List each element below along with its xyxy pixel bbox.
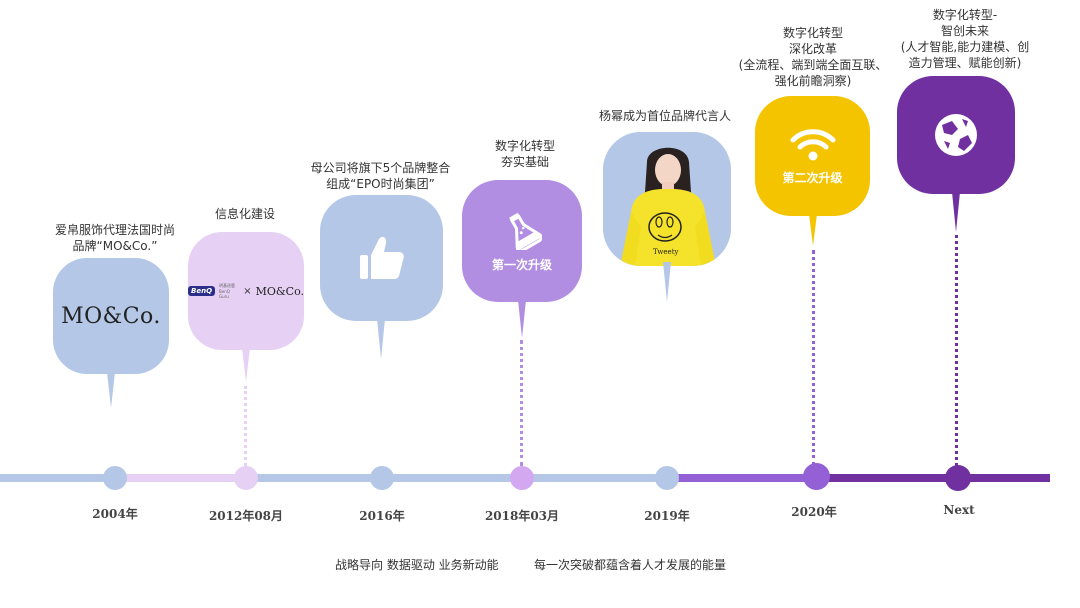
year-label: 2004年 <box>92 507 138 521</box>
timeline-dot[interactable] <box>103 466 127 490</box>
timeline-dot[interactable] <box>655 466 679 490</box>
milestone-caption: 爱帛服饰代理法国时尚 品牌“MO&Co.” <box>54 223 175 253</box>
milestone-bubble-moco: MO&Co. <box>53 258 169 374</box>
timeline-dot[interactable] <box>803 463 830 490</box>
dotted-stem <box>244 386 247 466</box>
milestone-bubble-info: BenQ 明基逐鹿 BenQ Guru × MO&Co. <box>188 232 304 350</box>
thumbs-up-icon <box>359 236 404 279</box>
timeline-line-dark-purple <box>815 474 1050 482</box>
wifi-icon <box>790 128 835 160</box>
milestone-caption: 数字化转型- 智创未来 (人才智能,能力建模、创 造力管理、赋能创新) <box>900 8 1030 70</box>
spokesperson-photo: Tweety <box>603 132 731 266</box>
year-label: 2019年 <box>644 509 690 523</box>
year-label: 2016年 <box>359 509 405 523</box>
bubble-tail <box>242 348 250 382</box>
bubble-tail <box>809 214 817 246</box>
cross-symbol: × <box>243 285 252 297</box>
timeline-line-blue-2 <box>245 474 665 482</box>
slogan-right: 每一次突破都蕴含着人才发展的能量 <box>534 558 727 572</box>
timeline-line-blue-1 <box>0 474 115 482</box>
year-label: 2018年03月 <box>484 509 560 523</box>
dotted-stem <box>812 250 815 466</box>
dotted-stem <box>955 235 958 466</box>
year-label: Next <box>943 503 975 517</box>
timeline-line-lavender <box>115 474 245 482</box>
milestone-bubble-future <box>897 76 1015 194</box>
milestone-caption: 信息化建设 <box>214 207 275 221</box>
milestone-bubble-upgrade-1: 第一次升级 <box>462 180 582 302</box>
milestone-bubble-merge <box>320 195 443 321</box>
upgrade-label: 第二次升级 <box>782 170 843 185</box>
milestone-bubble-spokesperson: Tweety <box>603 132 731 266</box>
milestone-bubble-upgrade-2: 第二次升级 <box>755 96 870 216</box>
timeline-dot[interactable] <box>234 466 258 490</box>
globe-icon <box>935 114 977 156</box>
timeline-dot[interactable] <box>370 466 394 490</box>
moco-logo: MO&Co. <box>61 303 161 329</box>
slogan-left: 战略导向 数据驱动 业务新动能 <box>335 558 499 572</box>
bubble-tail <box>663 262 671 302</box>
timeline-dot[interactable] <box>510 466 534 490</box>
shirt-text: Tweety <box>653 248 679 256</box>
benq-logo: BenQ <box>188 286 216 296</box>
upgrade-label: 第一次升级 <box>491 257 552 272</box>
moco-logo-small: MO&Co. <box>255 284 304 298</box>
timeline-dot[interactable] <box>945 465 971 491</box>
timeline-line-purple <box>665 474 815 482</box>
bubble-tail <box>518 300 526 338</box>
milestone-caption: 数字化转型 深化改革 (全流程、端到端全面互联、 强化前瞻洞察) <box>738 26 888 88</box>
bubble-tail <box>107 372 115 408</box>
milestone-caption: 杨幂成为首位品牌代言人 <box>598 109 731 123</box>
year-label: 2012年08月 <box>208 509 284 523</box>
milestone-caption: 数字化转型 夯实基础 <box>494 139 555 169</box>
flask-icon <box>509 212 542 250</box>
bubble-tail <box>952 192 960 232</box>
cobrand-logos: BenQ 明基逐鹿 BenQ Guru × MO&Co. <box>188 283 304 299</box>
bubble-tail <box>377 319 385 359</box>
benq-sub-text: 明基逐鹿 BenQ Guru <box>219 283 236 299</box>
dotted-stem <box>520 340 523 466</box>
milestone-caption: 母公司将旗下5个品牌整合 组成“EPO时尚集团” <box>310 161 451 191</box>
year-label: 2020年 <box>791 505 837 519</box>
